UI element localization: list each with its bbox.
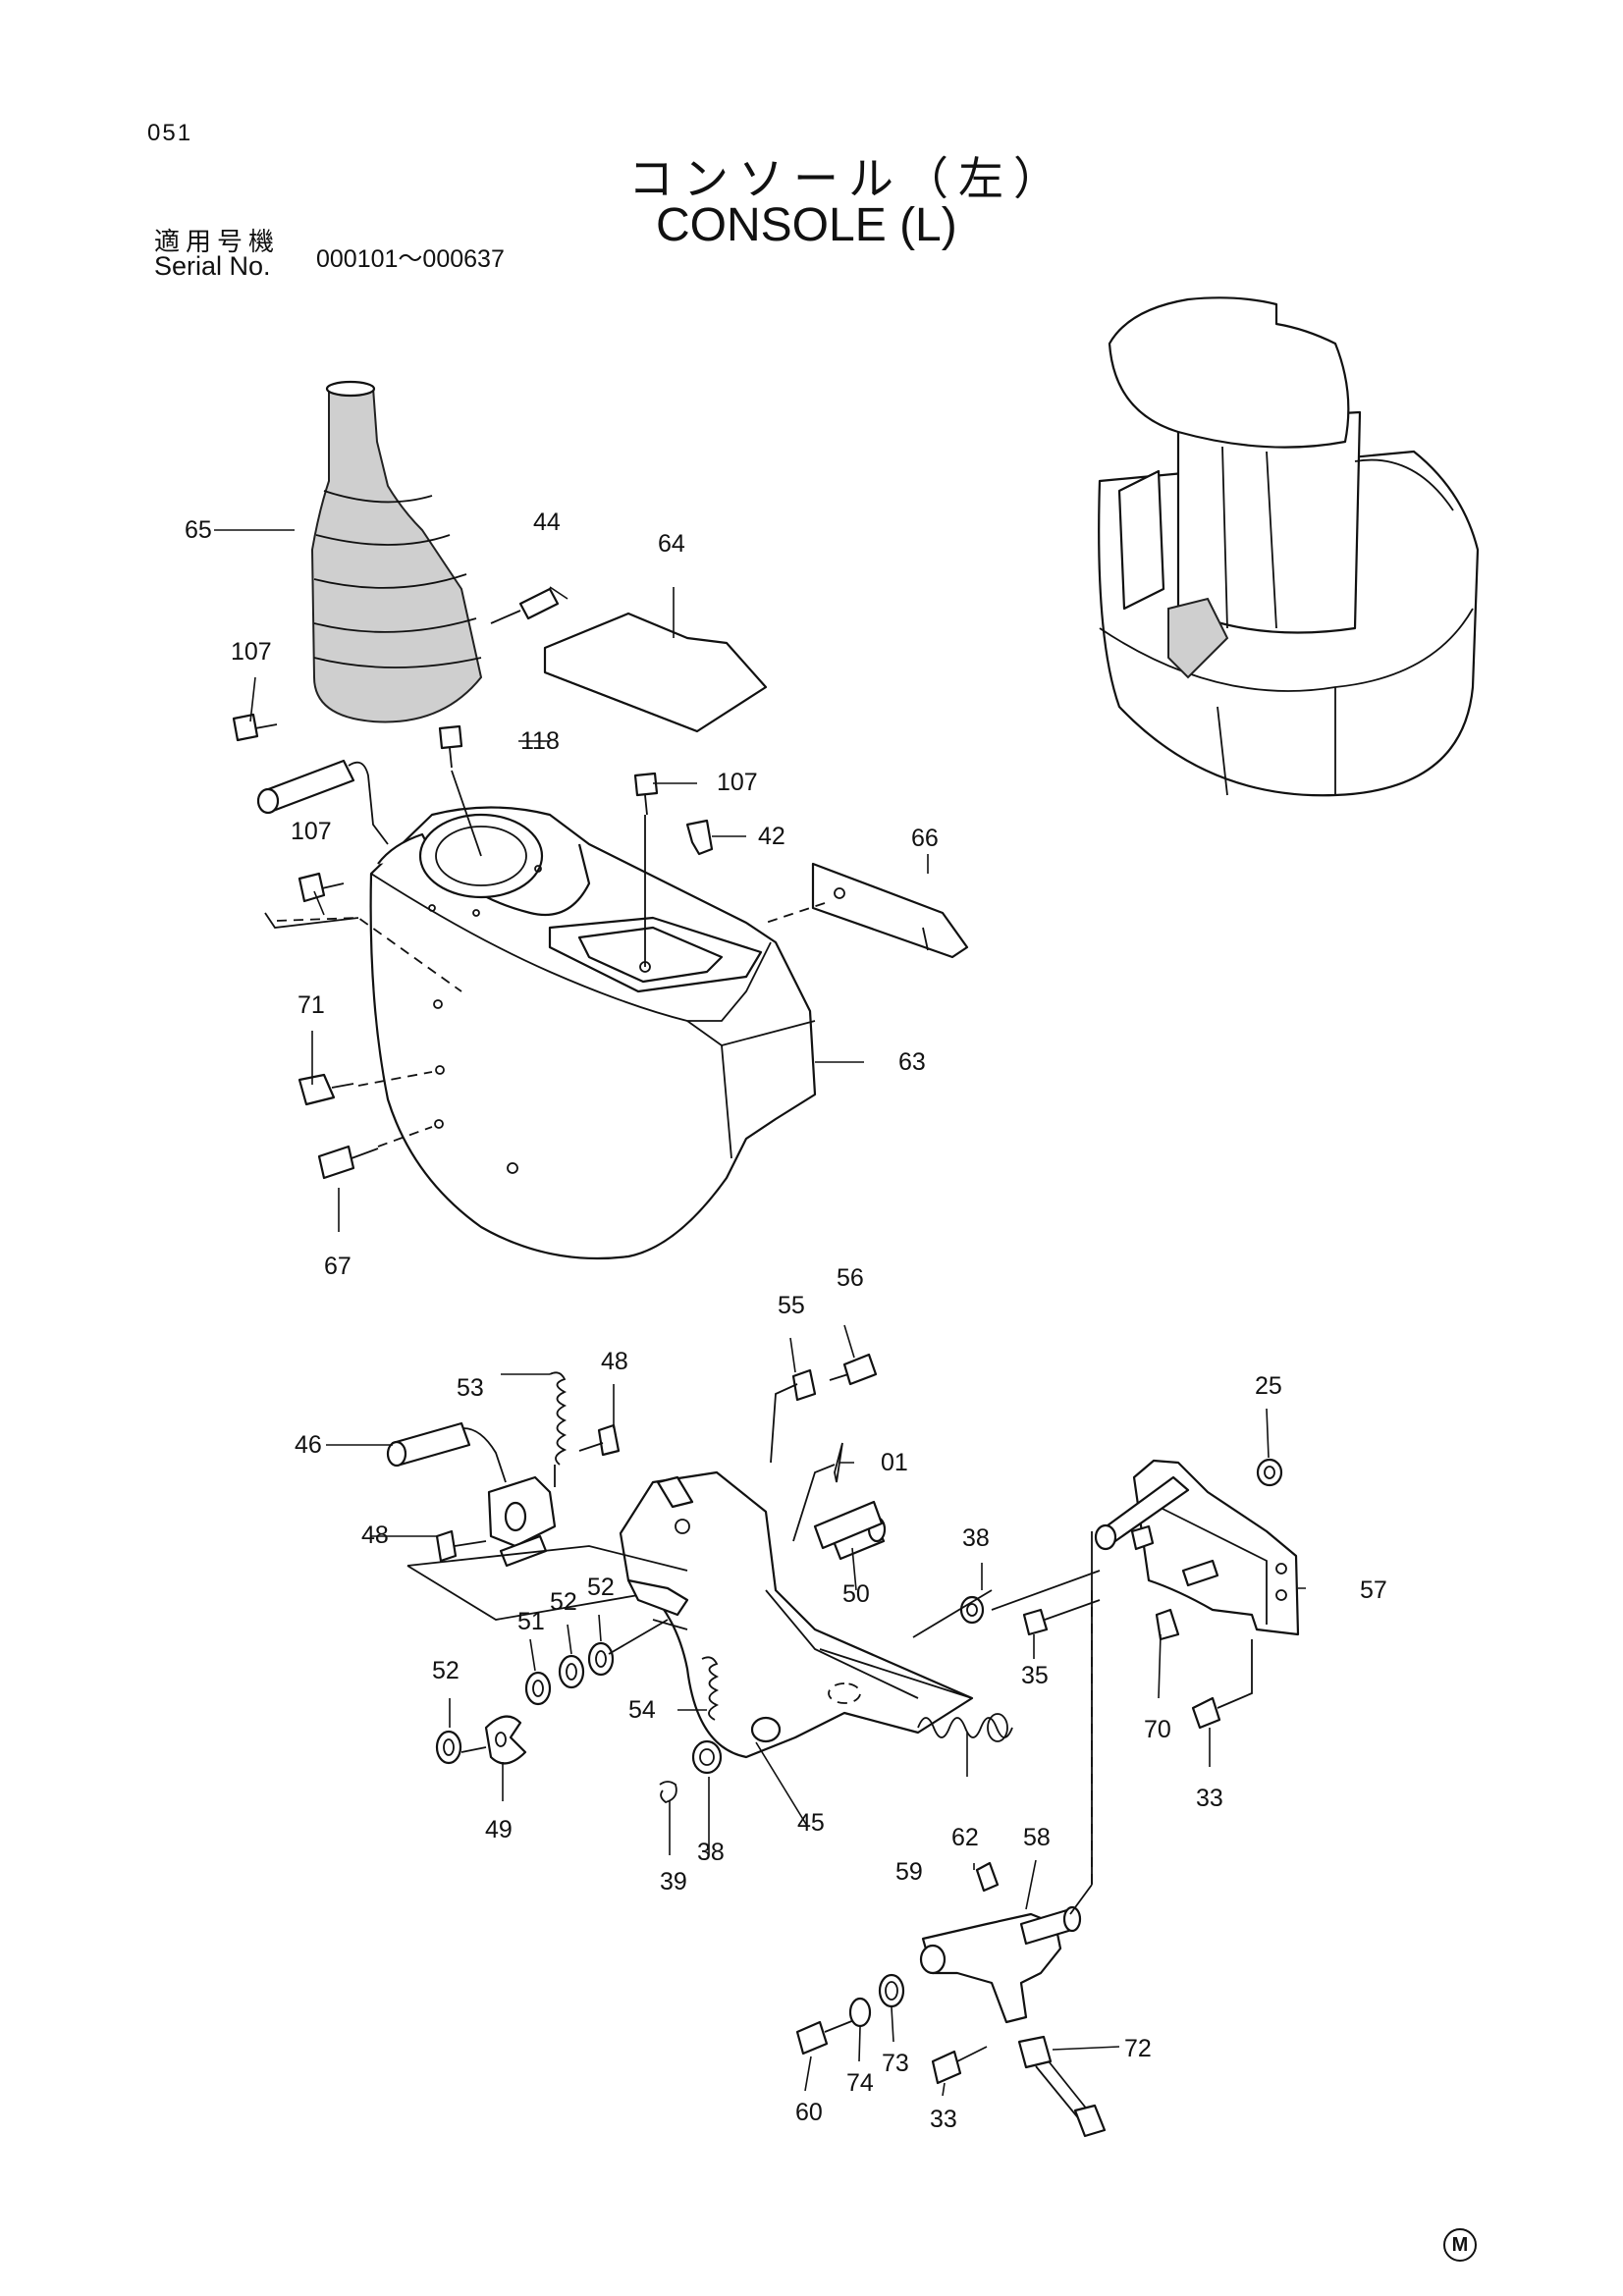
part-45-lever-bracket — [619, 1470, 974, 1759]
callout-118: 118 — [520, 727, 560, 755]
serial-range: 000101～000637 — [316, 245, 505, 273]
callout-74: 74 — [846, 2069, 874, 2097]
callout-57: 57 — [1360, 1576, 1387, 1604]
callout-58: 58 — [1023, 1824, 1051, 1851]
callout-38-upper: 38 — [962, 1524, 990, 1552]
page-code: 051 — [147, 120, 193, 146]
callout-33-right: 33 — [1196, 1785, 1223, 1812]
part-63-console-body — [369, 806, 817, 1260]
console-location-view — [1098, 296, 1480, 797]
callout-48-upper: 48 — [601, 1348, 628, 1375]
serial-label-jp: 適用号機 — [154, 228, 281, 257]
assembly-line — [652, 1619, 688, 1630]
part-46-lever — [386, 1421, 557, 1568]
lever-handle-upper — [256, 759, 389, 845]
page-title-jp: コンソール（左） — [628, 152, 1068, 205]
callout-72: 72 — [1124, 2035, 1152, 2062]
callout-50: 50 — [842, 1580, 870, 1608]
callout-46: 46 — [295, 1431, 322, 1459]
part-58-lock-assembly — [795, 1861, 1107, 2138]
callout-107-left: 107 — [231, 638, 272, 666]
callout-59: 59 — [895, 1858, 923, 1886]
callout-39: 39 — [660, 1868, 687, 1896]
callout-60: 60 — [795, 2099, 823, 2126]
assembly-line — [377, 1126, 433, 1148]
callout-65: 65 — [185, 516, 212, 544]
callout-49: 49 — [485, 1816, 513, 1843]
manufacturer-mark: M — [1443, 2228, 1477, 2262]
callout-25: 25 — [1255, 1372, 1282, 1400]
part-65-boot — [310, 380, 483, 723]
callout-52-left: 52 — [432, 1657, 460, 1684]
part-62-spring — [917, 1713, 1013, 1742]
bolts-right — [1022, 1524, 1253, 1885]
small-screws-top — [232, 587, 714, 1180]
callout-labels: 65 44 64 107 118 107 42 66 107 71 63 67 … — [185, 508, 1387, 2133]
assembly-line — [406, 1545, 688, 1621]
part-57-bracket — [1094, 1459, 1300, 1641]
callout-45: 45 — [797, 1809, 825, 1837]
assembly-line — [765, 902, 826, 924]
part-53-spring — [549, 1371, 568, 1487]
callout-63: 63 — [898, 1048, 926, 1076]
assembly-line — [451, 770, 482, 857]
assembly-line — [357, 1071, 433, 1087]
assembly-line — [264, 912, 359, 929]
callout-52-middle: 52 — [550, 1588, 577, 1616]
assembly-line — [912, 1589, 993, 1638]
callout-35: 35 — [1021, 1662, 1049, 1689]
callout-42: 42 — [758, 823, 785, 850]
part-54-spring — [701, 1656, 720, 1721]
leader-lines — [214, 529, 1306, 2097]
callout-62: 62 — [951, 1824, 979, 1851]
callout-52-right: 52 — [587, 1574, 615, 1601]
callout-51: 51 — [517, 1608, 545, 1635]
callout-107-lower: 107 — [291, 818, 332, 845]
callout-48-lower: 48 — [361, 1522, 389, 1549]
callout-70: 70 — [1144, 1716, 1171, 1743]
washers — [435, 1578, 689, 1765]
callout-73: 73 — [882, 2050, 909, 2077]
callout-38-lower: 38 — [697, 1839, 725, 1866]
callout-56: 56 — [837, 1264, 864, 1292]
callout-67: 67 — [324, 1253, 352, 1280]
assembly-line — [792, 1464, 836, 1542]
callout-71: 71 — [298, 991, 325, 1019]
callout-107-middle: 107 — [717, 769, 758, 796]
serial-label-en: Serial No. — [154, 251, 271, 281]
part-64-cover — [543, 612, 768, 733]
assembly-line — [460, 1619, 669, 1753]
callout-33-lower: 33 — [930, 2106, 957, 2133]
callout-01: 01 — [881, 1449, 908, 1476]
small-bushings — [435, 1353, 1283, 1803]
callout-64: 64 — [658, 530, 685, 558]
part-66-bracket — [811, 862, 969, 959]
callout-66: 66 — [911, 825, 939, 852]
callout-54: 54 — [628, 1696, 656, 1724]
callout-53: 53 — [457, 1374, 484, 1402]
assembly-line — [991, 1570, 1101, 1611]
callout-55: 55 — [778, 1292, 805, 1319]
callout-44: 44 — [533, 508, 561, 536]
page-title-en: CONSOLE (L) — [656, 199, 957, 251]
